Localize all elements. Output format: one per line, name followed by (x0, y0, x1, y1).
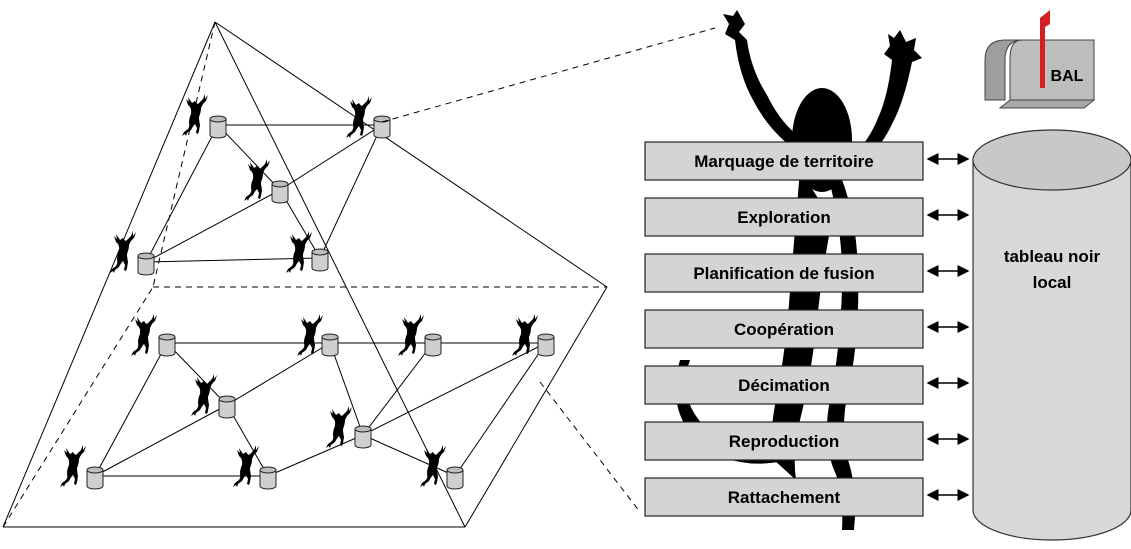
module-label: Reproduction (729, 432, 840, 451)
database-cylinder-icon (354, 425, 372, 449)
agent-node (60, 445, 104, 490)
agent-node (191, 374, 236, 419)
double-arrow-icons (926, 153, 970, 501)
module-label: Marquage de territoire (694, 152, 874, 171)
database-cylinder-icon (209, 115, 227, 139)
blackboard-cylinder: tableau noir local (972, 129, 1131, 541)
database-cylinder-icon (271, 180, 289, 204)
blackboard-label-line2: local (1033, 273, 1072, 292)
module-label: Planification de fusion (693, 264, 874, 283)
agent-node (398, 314, 442, 357)
module-label: Rattachement (728, 488, 841, 507)
agent-node (233, 445, 277, 490)
pyramid-frame (2, 21, 608, 528)
module-label: Coopération (734, 320, 834, 339)
database-cylinder-icon (321, 333, 339, 357)
agent-node (297, 314, 339, 357)
module-stack: Marquage de territoire Exploration Plani… (644, 141, 924, 517)
database-cylinder-icon (86, 466, 104, 490)
mailbox-label: BAL (1051, 68, 1084, 85)
upper-level-links (145, 124, 383, 263)
agent-node (244, 159, 289, 204)
agent-node (346, 96, 391, 139)
module-label: Décimation (738, 376, 830, 395)
module-box-planification: Planification de fusion (644, 253, 924, 293)
zoom-lines (381, 27, 716, 513)
module-box-reproduction: Reproduction (644, 421, 924, 461)
module-box-cooperation: Coopération (644, 309, 924, 349)
module-box-marquage: Marquage de territoire (644, 141, 924, 181)
mailbox-icon: BAL (984, 10, 1096, 109)
database-cylinder-icon (311, 248, 329, 272)
database-cylinder-icon (424, 333, 442, 357)
database-cylinder-icon (158, 333, 176, 357)
module-box-rattachement: Rattachement (644, 477, 924, 517)
agent-node (110, 231, 155, 276)
database-cylinder-icon (137, 252, 155, 276)
database-cylinder-icon (446, 466, 464, 490)
database-cylinder-icon (218, 395, 236, 419)
agent-node (131, 314, 176, 357)
agent-node (420, 445, 464, 490)
agent-node (182, 94, 227, 139)
database-cylinder-icon (259, 466, 277, 490)
database-cylinder-icon (373, 115, 391, 139)
module-box-exploration: Exploration (644, 197, 924, 237)
database-cylinder-icon (537, 333, 555, 357)
module-box-decimation: Décimation (644, 365, 924, 405)
lower-level-links (94, 342, 547, 477)
blackboard-label-line1: tableau noir (1004, 247, 1101, 266)
module-label: Exploration (737, 208, 831, 227)
